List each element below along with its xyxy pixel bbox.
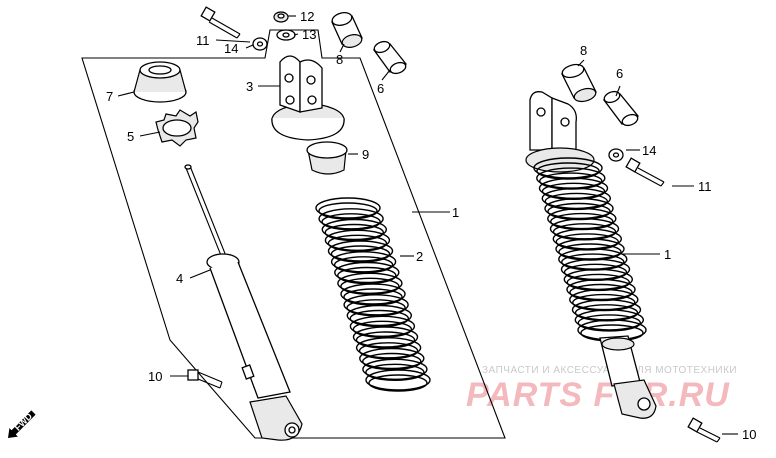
fwd-direction-arrow: FWD [8,410,36,438]
part-11-bolt-right [625,157,665,187]
callout-8-top: 8 [336,52,343,67]
assembled-shock-right [525,91,657,419]
part-10-bolt-left [187,369,223,389]
spring-coil [340,283,406,305]
part-6-sleeve-top [372,40,408,75]
arrow-left-icon [8,410,36,438]
watermark: ЗАПЧАСТИ И АКСЕССУАРЫ ДЛЯ МОТОТЕХНИКИ PA… [466,365,737,414]
part-4-damper [184,164,303,441]
part-7-spring-seat [133,61,187,103]
callout-12: 12 [300,9,314,24]
part-14-washer-top [252,37,268,51]
spring-coil [334,261,400,284]
spring-coil [318,208,384,230]
spring-coil [321,218,387,241]
callout-5: 5 [127,129,134,144]
spring-coil [365,369,431,391]
spring-coil [315,197,381,219]
part-10-bolt-right [687,417,721,443]
callout-14-top: 14 [224,41,238,56]
part-14-washer-right [608,148,624,162]
assembly-frame [81,29,506,439]
callout-8-right: 8 [580,43,587,58]
spring-coil [327,240,394,262]
callout-1-right: 1 [664,247,671,262]
callout-9: 9 [362,147,369,162]
callout-11-right: 11 [698,179,712,194]
callout-10-right: 10 [742,427,756,442]
spring-coil [349,315,416,337]
callout-4: 4 [176,271,183,286]
spring-coil [330,251,397,273]
leader-lines [117,15,738,435]
spring-coil [352,326,419,348]
callout-10-left: 10 [148,369,162,384]
spring-coil-inner [368,374,428,392]
part-13-washer [276,29,296,41]
callout-labels: 1 1 2 3 4 5 6 6 7 8 8 9 10 10 11 11 12 1… [106,9,756,442]
part-11-bolt-top [200,6,241,39]
spring-coil [359,347,425,370]
part-3-upper-mount [271,55,345,141]
callout-11-top: 11 [196,33,210,48]
part-12-nut [273,11,289,23]
spring-coil [343,294,409,316]
part-8-bushing-top [331,12,363,48]
callout-13: 13 [302,27,316,42]
spring-coil [574,309,644,331]
callout-6-right: 6 [616,66,623,81]
part-8-bushing-right [561,63,597,103]
part-5-adjuster [155,109,199,147]
spring-coil [337,272,403,294]
watermark-logo: PARTS FOR.RU [466,376,730,414]
callout-3: 3 [246,79,253,94]
callout-1-left: 1 [452,205,459,220]
spring-coil [346,304,412,327]
spring-coil-inner [365,363,425,381]
spring-coil [355,337,422,359]
part-9-bump-stop [306,141,348,175]
callout-6-top: 6 [377,81,384,96]
part-2-spring [315,197,431,392]
spring-coil [324,229,391,252]
callout-14-right: 14 [642,143,656,158]
part-6-sleeve-right [602,90,640,127]
spring-coil [362,358,428,380]
callout-7: 7 [106,89,113,104]
callout-2: 2 [416,249,423,264]
spring-coil-inner [577,314,641,332]
